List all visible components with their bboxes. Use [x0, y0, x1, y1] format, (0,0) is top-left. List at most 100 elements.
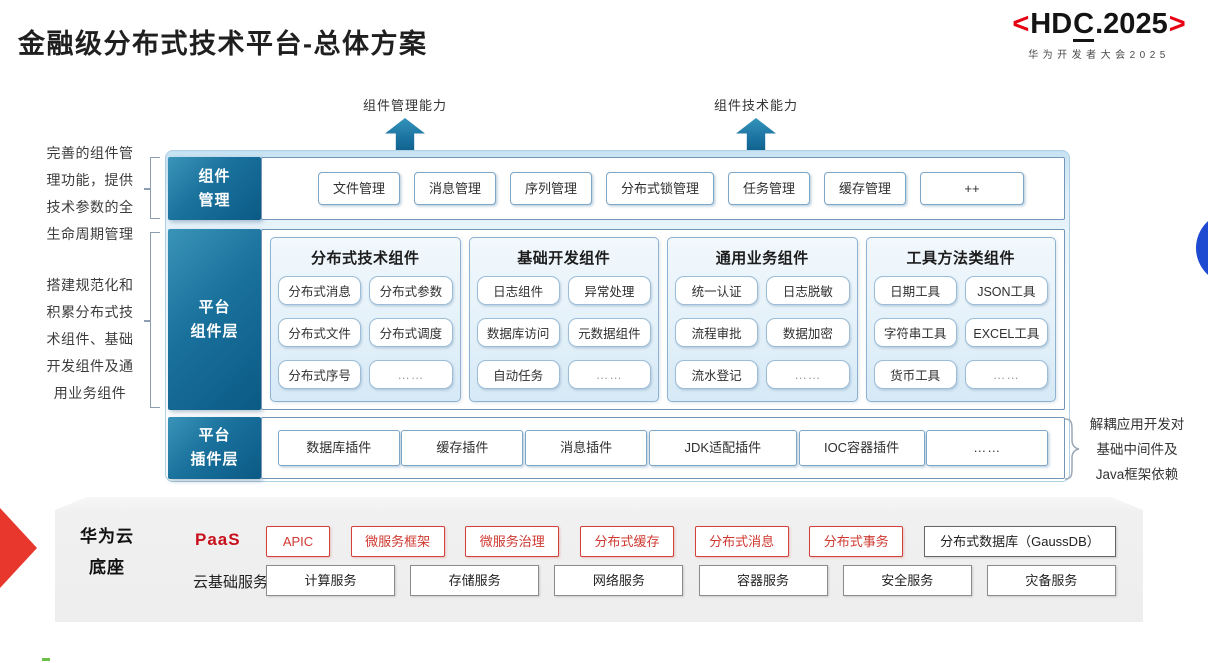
component-item: 分布式序号 — [278, 360, 362, 389]
green-dash-marker — [42, 658, 50, 661]
layer-body-component-management: 文件管理 消息管理 序列管理 分布式锁管理 任务管理 缓存管理 ++ — [261, 157, 1065, 220]
left-bracket-icon — [144, 157, 160, 219]
paas-item: 微服务框架 — [351, 526, 445, 557]
huawei-cloud-foundation-panel: 华为云 底座 PaaS APIC 微服务框架 微服务治理 分布式缓存 分布式消息… — [55, 497, 1143, 622]
capability-technical: 组件技术能力 — [686, 95, 826, 155]
component-item: 日志脱敏 — [766, 276, 850, 305]
hdc-logo: < HD C .2025 > 华为开发者大会2025 — [994, 8, 1204, 61]
red-arrow-icon — [0, 508, 37, 588]
component-item: 异常处理 — [567, 276, 651, 305]
component-item: 元数据组件 — [567, 318, 651, 347]
plugin-item-ellipsis: …… — [926, 430, 1049, 466]
column-grid: 日志组件 异常处理 数据库访问 元数据组件 自动任务 …… — [476, 276, 651, 389]
paas-item: 分布式事务 — [809, 526, 903, 557]
component-item: 数据加密 — [766, 318, 850, 347]
right-brace-icon — [1064, 418, 1080, 480]
plugin-item: 缓存插件 — [401, 430, 524, 466]
iaas-label: 云基础服务 — [193, 574, 269, 591]
column-distributed-tech: 分布式技术组件 分布式消息 分布式参数 分布式文件 分布式调度 分布式序号 …… — [270, 237, 461, 402]
paas-service-row: APIC 微服务框架 微服务治理 分布式缓存 分布式消息 分布式事务 分布式数据… — [266, 526, 1116, 557]
layer-label-platform-plugins: 平台 插件层 — [168, 417, 261, 479]
hdc-logo-text: < HD C .2025 > — [994, 8, 1204, 43]
column-basic-dev: 基础开发组件 日志组件 异常处理 数据库访问 元数据组件 自动任务 …… — [468, 237, 659, 402]
paas-item: 微服务治理 — [465, 526, 559, 557]
column-header: 通用业务组件 — [715, 250, 809, 267]
iaas-item: 存储服务 — [410, 565, 539, 596]
column-header: 工具方法类组件 — [906, 250, 1015, 267]
iaas-item: 灾备服务 — [987, 565, 1116, 596]
component-item: EXCEL工具 — [964, 318, 1048, 347]
logo-close-bracket-icon: > — [1168, 8, 1186, 40]
paas-item-gaussdb: 分布式数据库（GaussDB） — [924, 526, 1116, 557]
plugin-item: 数据库插件 — [277, 430, 400, 466]
layer-body-platform-components: 分布式技术组件 分布式消息 分布式参数 分布式文件 分布式调度 分布式序号 ……… — [261, 229, 1065, 410]
right-note-decoupling: 解耦应用开发对 基础中间件及 Java框架依赖 — [1089, 417, 1185, 482]
left-note-components: 搭建规范化和 积累分布式技 术组件、基础 开发组件及通 用业务组件 — [46, 277, 134, 401]
component-item: 分布式消息 — [278, 276, 362, 305]
page-title: 金融级分布式技术平台-总体方案 — [18, 29, 428, 59]
hdc-logo-subtitle: 华为开发者大会2025 — [1028, 50, 1170, 62]
management-item: 任务管理 — [727, 172, 810, 205]
paas-item: APIC — [266, 526, 330, 557]
layer-body-platform-plugins: 数据库插件 缓存插件 消息插件 JDK适配插件 IOC容器插件 …… — [261, 417, 1065, 479]
logo-hd: HD — [1030, 8, 1073, 40]
component-item: 统一认证 — [675, 276, 759, 305]
capability-management: 组件管理能力 — [335, 95, 475, 155]
paas-label: PaaS — [195, 530, 241, 549]
component-item-ellipsis: …… — [964, 360, 1048, 389]
column-header: 分布式技术组件 — [310, 250, 420, 267]
layer-component-management: 组件 管理 文件管理 消息管理 序列管理 分布式锁管理 任务管理 缓存管理 ++ — [168, 157, 1065, 220]
logo-rest: .2025 — [1095, 8, 1168, 40]
component-item: 流程审批 — [675, 318, 759, 347]
component-item: 日期工具 — [873, 276, 957, 305]
management-item: 消息管理 — [413, 172, 496, 205]
plugin-item: JDK适配插件 — [648, 430, 797, 466]
iaas-item: 计算服务 — [266, 565, 395, 596]
column-tool-methods: 工具方法类组件 日期工具 JSON工具 字符串工具 EXCEL工具 货币工具 …… — [865, 237, 1056, 402]
foundation-label: 华为云 底座 — [80, 527, 134, 577]
component-item: 数据库访问 — [476, 318, 560, 347]
layer-platform-plugins: 平台 插件层 数据库插件 缓存插件 消息插件 JDK适配插件 IOC容器插件 …… — [168, 417, 1065, 479]
column-grid: 统一认证 日志脱敏 流程审批 数据加密 流水登记 …… — [675, 276, 850, 389]
logo-c-underlined: C — [1073, 9, 1095, 43]
component-item: 自动任务 — [476, 360, 560, 389]
plugin-item: IOC容器插件 — [798, 430, 925, 466]
component-item: 日志组件 — [476, 276, 560, 305]
blue-circle-decoration — [1196, 212, 1208, 284]
management-item: 分布式锁管理 — [605, 172, 714, 205]
iaas-item: 网络服务 — [554, 565, 683, 596]
component-item: 分布式文件 — [278, 318, 362, 347]
capability-technical-label: 组件技术能力 — [713, 98, 798, 113]
left-bracket-icon — [144, 232, 160, 408]
iaas-service-row: 计算服务 存储服务 网络服务 容器服务 安全服务 灾备服务 — [266, 565, 1116, 596]
logo-open-bracket-icon: < — [1012, 8, 1030, 40]
column-grid: 日期工具 JSON工具 字符串工具 EXCEL工具 货币工具 …… — [873, 276, 1048, 389]
component-item-ellipsis: …… — [766, 360, 850, 389]
capability-management-label: 组件管理能力 — [362, 98, 447, 113]
component-item: 分布式调度 — [369, 318, 453, 347]
column-header: 基础开发组件 — [517, 250, 611, 267]
paas-item: 分布式消息 — [695, 526, 789, 557]
component-item: 货币工具 — [873, 360, 957, 389]
management-item: 文件管理 — [317, 172, 400, 205]
component-item: 分布式参数 — [369, 276, 453, 305]
platform-stack: 组件 管理 文件管理 消息管理 序列管理 分布式锁管理 任务管理 缓存管理 ++… — [165, 150, 1070, 482]
layer-platform-components: 平台 组件层 分布式技术组件 分布式消息 分布式参数 分布式文件 分布式调度 分… — [168, 229, 1065, 410]
column-common-business: 通用业务组件 统一认证 日志脱敏 流程审批 数据加密 流水登记 …… — [667, 237, 858, 402]
component-item-ellipsis: …… — [369, 360, 453, 389]
management-item: 缓存管理 — [823, 172, 906, 205]
iaas-item: 容器服务 — [699, 565, 828, 596]
component-item-ellipsis: …… — [567, 360, 651, 389]
column-grid: 分布式消息 分布式参数 分布式文件 分布式调度 分布式序号 …… — [278, 276, 453, 389]
left-note-management: 完善的组件管 理功能，提供 技术参数的全 生命周期管理 — [46, 145, 134, 242]
component-item: 字符串工具 — [873, 318, 957, 347]
iaas-item: 安全服务 — [843, 565, 972, 596]
management-item-more: ++ — [919, 172, 1024, 205]
layer-label-platform-components: 平台 组件层 — [168, 229, 261, 410]
component-item: JSON工具 — [964, 276, 1048, 305]
management-item: 序列管理 — [509, 172, 592, 205]
layer-label-component-management: 组件 管理 — [168, 157, 261, 220]
component-item: 流水登记 — [675, 360, 759, 389]
plugin-item: 消息插件 — [525, 430, 648, 466]
